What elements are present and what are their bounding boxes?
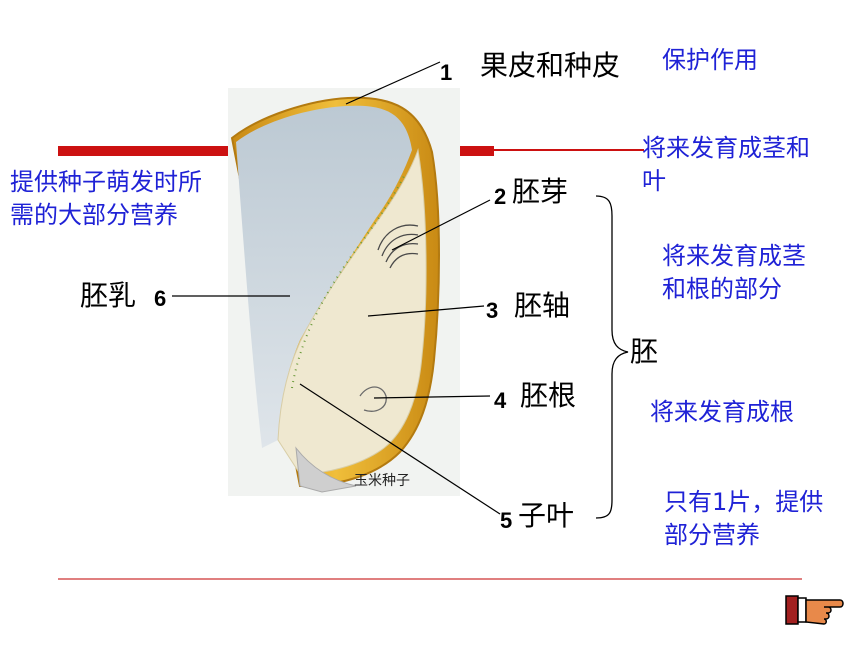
- part-number-3: 3: [486, 298, 499, 323]
- leader-line-5: [299, 383, 501, 515]
- function-hypocotyl: 将来发育成茎和根的部分: [662, 242, 806, 303]
- header-bar-right: [452, 146, 494, 156]
- header-thin-line: [494, 149, 644, 151]
- part-name-cotyledon: 子叶: [518, 499, 575, 532]
- footer-line: [58, 578, 802, 580]
- leader-line-4: [373, 395, 491, 399]
- next-slide-button[interactable]: [784, 590, 846, 630]
- part-name-radicle: 胚根: [520, 379, 577, 412]
- header-bar-left: [58, 146, 230, 156]
- part-number-2: 2: [494, 184, 507, 209]
- part-name-pericarp: 果皮和种皮: [480, 49, 621, 82]
- part-name-endosperm: 胚乳: [80, 279, 137, 312]
- leader-line-2: [391, 199, 491, 251]
- part-number-1: 1: [440, 60, 453, 85]
- function-cotyledon: 只有1片，提供部分营养: [664, 488, 824, 549]
- function-radicle: 将来发育成根: [650, 398, 794, 426]
- embryo-brace: [595, 195, 629, 519]
- part-number-5: 5: [500, 508, 513, 533]
- part-number-6: 6: [154, 286, 167, 311]
- function-pericarp: 保护作用: [662, 46, 758, 74]
- function-endosperm: 提供种子萌发时所需的大部分营养: [10, 168, 202, 229]
- leader-line-1: [345, 61, 441, 105]
- leader-line-3: [367, 305, 485, 317]
- embryo-label: 胚: [630, 335, 659, 368]
- part-number-4: 4: [494, 388, 507, 413]
- scutellum-dots: [291, 175, 405, 389]
- radicle-shape: [359, 386, 387, 412]
- pointing-hand-icon: [785, 595, 844, 625]
- image-caption: 玉米种子: [354, 473, 410, 489]
- function-plumule: 将来发育成茎和叶: [642, 134, 810, 195]
- seed-base: [295, 446, 357, 493]
- endosperm-region: [236, 105, 412, 448]
- part-name-plumule: 胚芽: [512, 175, 569, 208]
- part-name-hypocotyl: 胚轴: [514, 289, 571, 322]
- embryo-region: [277, 148, 427, 475]
